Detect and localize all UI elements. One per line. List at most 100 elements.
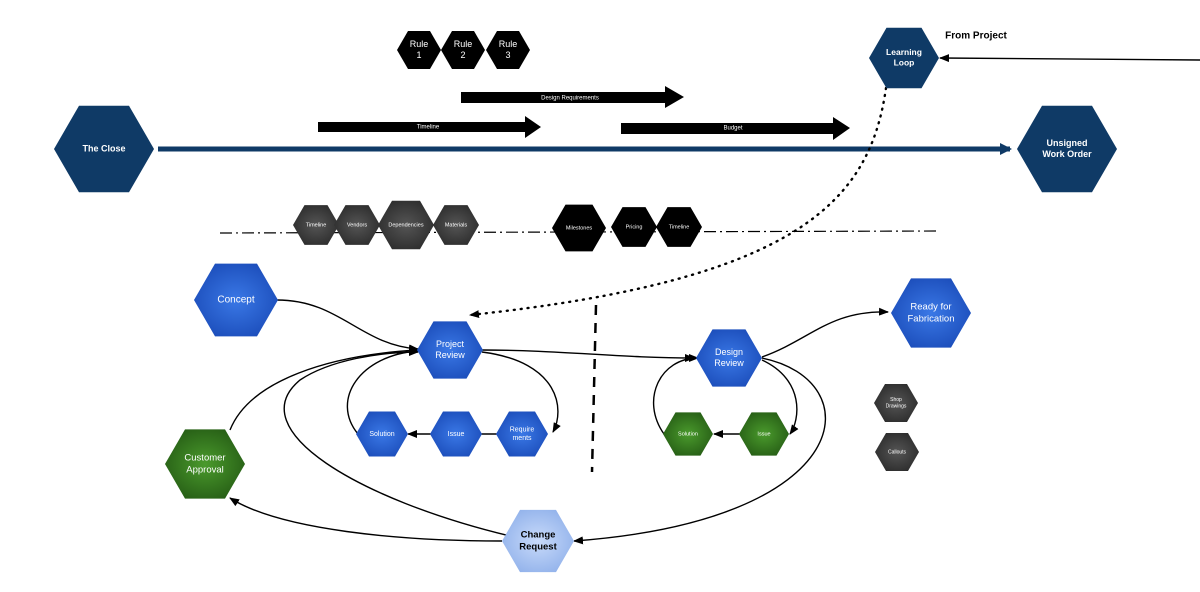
gray-timeline-node-shape bbox=[293, 205, 339, 245]
concept-to-project-review bbox=[276, 299, 419, 353]
solution-node-shape bbox=[356, 411, 408, 457]
unsigned-work-order-node-label: Work Order bbox=[1042, 149, 1092, 159]
gray-dependencies-node-label: Dependencies bbox=[388, 222, 423, 228]
requirements-node: Require ments bbox=[496, 411, 548, 457]
design-review-to-ready bbox=[761, 307, 889, 358]
design-review-node-shape bbox=[696, 329, 762, 387]
gray-dependencies-node-shape bbox=[378, 200, 434, 250]
project-review-node-label: Review bbox=[435, 350, 465, 360]
change-request-loop-to-project-review bbox=[283, 348, 511, 537]
unsigned-work-order-node-shape bbox=[1017, 105, 1117, 193]
change-request-to-customer-approval bbox=[229, 497, 503, 542]
requirements-node-shape bbox=[496, 411, 548, 457]
ready-for-fabrication-node-label: Fabrication bbox=[908, 313, 955, 324]
shop-drawings-node-shape bbox=[874, 383, 918, 423]
learning-loop-node-shape bbox=[869, 27, 939, 89]
issue-node-label: Issue bbox=[448, 431, 465, 438]
dr-issue-node: Issue bbox=[739, 412, 789, 456]
vertical-dashed-divider bbox=[590, 304, 598, 473]
customer-approval-node-shape bbox=[165, 429, 245, 499]
project-review-to-design-review bbox=[481, 349, 695, 362]
gray-vendors-node: Vendors bbox=[334, 205, 380, 245]
black-timeline-node: Timeline bbox=[656, 207, 702, 247]
pricing-node-shape bbox=[611, 207, 657, 247]
gray-materials-node-shape bbox=[433, 205, 479, 245]
rule-3-node-label: 3 bbox=[505, 50, 510, 60]
dr-issue-node-label: Issue bbox=[757, 431, 770, 437]
solution-to-project-review bbox=[346, 347, 419, 435]
black-timeline-node-label: Timeline bbox=[669, 224, 690, 230]
from-project-label: From Project bbox=[945, 31, 1007, 42]
learning-loop-node-label: Loop bbox=[894, 58, 915, 68]
rule-3-node-label: Rule bbox=[499, 39, 518, 49]
budget-arrow-label: Budget bbox=[723, 126, 742, 132]
design-requirements-label: Design Requirements bbox=[541, 96, 599, 102]
shop-drawings-node-label: Shop bbox=[890, 397, 902, 403]
solution-node: Solution bbox=[356, 411, 408, 457]
dr-solution-node-shape bbox=[663, 412, 713, 456]
project-review-node-label: Project bbox=[436, 339, 465, 349]
project-review-to-requirements bbox=[481, 351, 561, 433]
rule-2-node-label: 2 bbox=[460, 50, 465, 60]
ready-for-fabrication-node-label: Ready for bbox=[910, 302, 951, 313]
requirements-node-label: Require bbox=[510, 426, 535, 433]
solution-node-label: Solution bbox=[369, 431, 394, 438]
dr-issue-node-shape bbox=[739, 412, 789, 456]
callouts-node-label: Callouts bbox=[888, 449, 907, 455]
rule-1-node-label: 1 bbox=[416, 50, 421, 60]
dr-solution-to-design-review bbox=[653, 354, 699, 435]
gray-materials-node-label: Materials bbox=[445, 222, 468, 228]
customer-approval-node-label: Approval bbox=[186, 464, 224, 475]
the-close-node: The Close bbox=[54, 105, 154, 193]
callouts-node: Callouts bbox=[875, 432, 919, 472]
dr-solution-node: Solution bbox=[663, 412, 713, 456]
change-request-node-label: Request bbox=[519, 541, 557, 552]
milestones-node-shape bbox=[552, 204, 606, 252]
gray-vendors-node-label: Vendors bbox=[347, 222, 367, 228]
gray-vendors-node-shape bbox=[334, 205, 380, 245]
gray-dependencies-node: Dependencies bbox=[378, 200, 434, 250]
unsigned-work-order-node-label: Unsigned bbox=[1046, 138, 1087, 148]
concept-node-label: Concept bbox=[217, 295, 254, 306]
rule-1-node-label: Rule bbox=[410, 39, 429, 49]
customer-approval-node-label: Customer bbox=[184, 453, 225, 464]
learning-loop-node-label: Learning bbox=[886, 47, 922, 57]
customer-approval-to-project-review bbox=[229, 346, 419, 431]
from-project-arrow bbox=[939, 54, 1200, 63]
gray-timeline-node: Timeline bbox=[293, 205, 339, 245]
concept-node-shape bbox=[194, 263, 278, 337]
rule-2-node-label: Rule bbox=[454, 39, 473, 49]
issue-node-shape bbox=[430, 411, 482, 457]
change-request-node-shape bbox=[502, 509, 574, 573]
learning-loop-dotted-connector bbox=[468, 86, 888, 319]
the-close-node-shape bbox=[54, 105, 154, 193]
ready-for-fabrication-node-shape bbox=[891, 278, 971, 348]
design-review-node-label: Design bbox=[715, 347, 743, 357]
concept-node: Concept bbox=[194, 263, 278, 337]
pricing-node: Pricing bbox=[611, 207, 657, 247]
requirements-node-label: ments bbox=[512, 435, 532, 442]
gray-timeline-node-label: Timeline bbox=[306, 222, 327, 228]
milestones-node: Milestones bbox=[552, 204, 606, 252]
timeline-arrow-label: Timeline bbox=[417, 125, 440, 131]
gray-materials-node: Materials bbox=[433, 205, 479, 245]
dr-solution-node-label: Solution bbox=[678, 431, 698, 437]
change-request-node-label: Change bbox=[521, 530, 556, 541]
rule-2-node-shape bbox=[441, 30, 485, 70]
budget-arrow: Budget bbox=[621, 117, 850, 140]
pricing-node-label: Pricing bbox=[626, 224, 643, 230]
project-review-node-shape bbox=[417, 321, 483, 379]
rule-3-node-shape bbox=[486, 30, 530, 70]
